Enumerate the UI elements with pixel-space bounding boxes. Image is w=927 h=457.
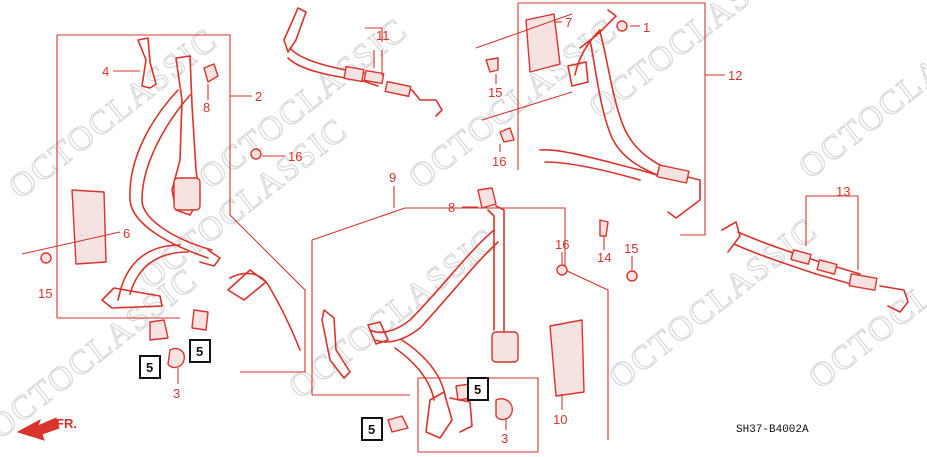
callout-4: 4 (102, 64, 109, 79)
rear-right-seat-belt-assembly (485, 9, 701, 219)
callout-9: 9 (389, 170, 396, 185)
front-direction-arrow-icon: FR. (16, 416, 77, 441)
svg-text:5: 5 (146, 360, 153, 375)
svg-text:5: 5 (474, 382, 481, 397)
leader-lines (21, 13, 859, 430)
callout-8-left: 8 (203, 100, 210, 115)
callout-15-center: 15 (624, 241, 638, 256)
callout-12: 12 (728, 68, 742, 83)
callout-7: 7 (565, 15, 572, 30)
callout-5-d: 5 (361, 417, 383, 441)
boxed-callouts: 5 5 5 5 (139, 339, 489, 441)
center-seat-belt-assembly (321, 187, 638, 439)
callout-numbers: 1 2 3 3 4 6 7 8 8 9 10 11 12 13 14 15 15… (38, 15, 850, 446)
callout-16-top: 16 (492, 154, 506, 169)
svg-text:OCTOCLASSIC: OCTOCLASSIC (582, 0, 805, 126)
rear-seat-belt-item-11 (283, 7, 443, 117)
svg-text:OCTOCLASSIC: OCTOCLASSIC (792, 1, 927, 186)
callout-3-left: 3 (173, 386, 180, 401)
callout-10: 10 (553, 412, 567, 427)
callout-14: 14 (597, 250, 611, 265)
callout-2: 2 (255, 89, 262, 104)
callout-15-top: 15 (488, 85, 502, 100)
callout-16-left: 16 (288, 149, 302, 164)
callout-11: 11 (376, 28, 390, 43)
callout-3-right: 3 (501, 431, 508, 446)
callout-6: 6 (123, 226, 130, 241)
callout-5-c: 5 (467, 377, 489, 401)
svg-text:5: 5 (196, 344, 203, 359)
watermark: OCTOCLASSIC OCTOCLASSIC OCTOCLASSIC OCTO… (0, 0, 927, 447)
svg-text:OCTOCLASSIC: OCTOCLASSIC (602, 211, 825, 396)
svg-text:5: 5 (368, 422, 375, 437)
callout-5-b: 5 (189, 339, 211, 363)
callout-5-a: 5 (139, 355, 161, 379)
rear-seat-belt-item-13 (721, 221, 909, 313)
callout-15-left: 15 (38, 286, 52, 301)
callout-16-center: 16 (555, 237, 569, 252)
callout-8-center: 8 (448, 200, 455, 215)
assembly-frames (56, 2, 706, 453)
callout-1: 1 (643, 20, 650, 35)
front-left-seat-belt-assembly (40, 37, 301, 369)
diagram-reference-code: SH37-B4002A (736, 424, 809, 436)
direction-label: FR. (56, 416, 77, 431)
callout-13: 13 (836, 184, 850, 199)
